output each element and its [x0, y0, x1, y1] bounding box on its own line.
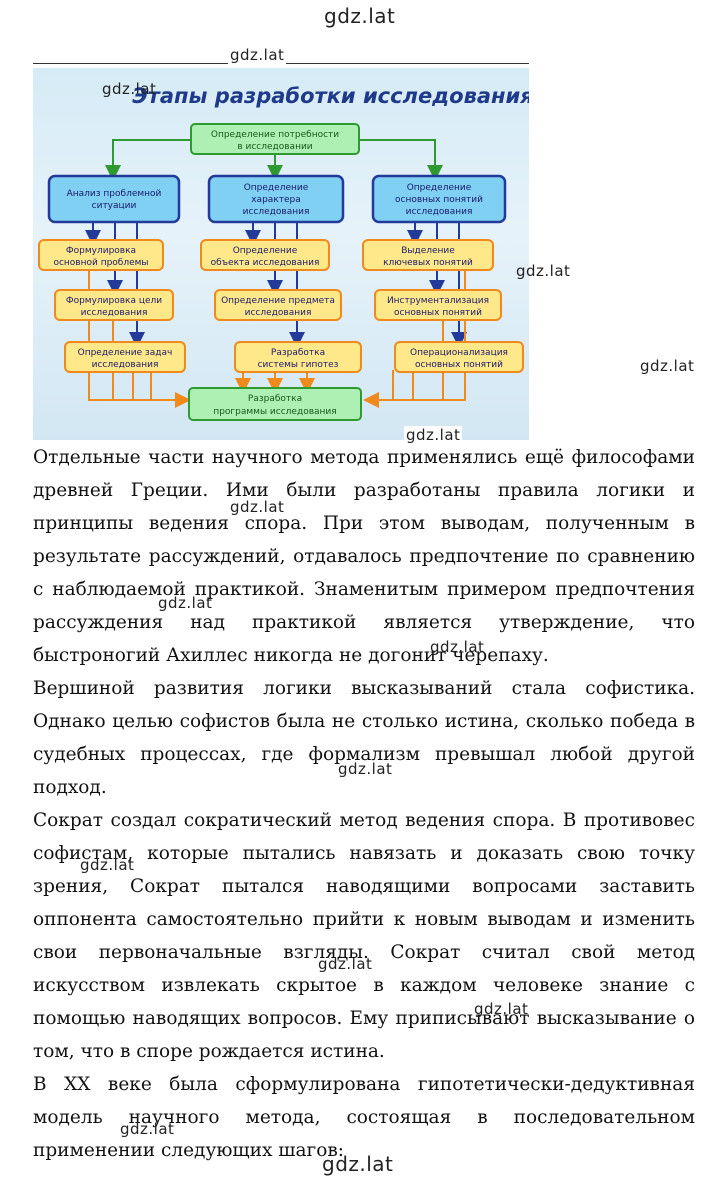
watermark: gdz.lat — [404, 426, 463, 444]
watermark: gdz.lat — [102, 80, 157, 98]
column-head-2: Определение характера исследования — [207, 174, 345, 224]
column-head-1: Анализ проблемной ситуации — [47, 174, 181, 224]
col2-step-3-line-2: системы гипотез — [258, 360, 339, 370]
col3-step-2: Инструментализация основных понятий — [374, 289, 502, 321]
col3-step-2-line-1: Инструментализация — [387, 296, 489, 306]
watermark: gdz.lat — [322, 4, 398, 28]
watermark: gdz.lat — [338, 760, 393, 778]
article-text: Отдельные части научного метода применял… — [33, 441, 695, 1167]
head-3-line-3: исследования — [406, 207, 473, 217]
bottom-box: Разработка программы исследования — [188, 387, 362, 421]
head-1-line-2: ситуации — [92, 201, 137, 211]
col1-step-2: Формулировка цели исследования — [54, 289, 174, 321]
column-head-3: Определение основных понятий исследовани… — [371, 174, 507, 224]
col1-step-2-line-2: исследования — [81, 308, 148, 318]
diagram-title: Этапы разработки исследования — [132, 84, 529, 108]
col1-step-3: Определение задач исследования — [64, 341, 186, 373]
top-box: Определение потребности в исследовании — [190, 123, 360, 155]
head-1-line-1: Анализ проблемной — [67, 189, 162, 199]
col1-step-1: Формулировка основной проблемы — [38, 239, 164, 271]
paragraph-4: В XX веке была сформулирована гипотетиче… — [33, 1074, 695, 1161]
bottom-box-line-1: Разработка — [248, 394, 302, 404]
bottom-box-line-2: программы исследования — [213, 407, 336, 417]
col2-step-2-line-2: исследования — [245, 308, 312, 318]
col3-step-3-line-1: Операционализация — [410, 348, 508, 358]
col3-step-2-line-2: основных понятий — [394, 308, 482, 318]
orange-connectors — [88, 268, 466, 408]
head-2-line-3: исследования — [243, 207, 310, 217]
col3-step-1-line-1: Выделение — [401, 246, 455, 256]
col1-step-3-line-1: Определение задач — [78, 348, 173, 358]
watermark: gdz.lat — [120, 1120, 175, 1138]
watermark: gdz.lat — [516, 262, 571, 280]
col2-step-1: Определение объекта исследования — [200, 239, 330, 271]
head-2-line-2: характера — [251, 195, 301, 205]
col3-step-3-line-2: основных понятий — [415, 360, 503, 370]
top-connectors — [105, 139, 443, 181]
watermark: gdz.lat — [322, 1152, 394, 1176]
watermark: gdz.lat — [158, 594, 213, 612]
diagram-figure: Этапы разработки исследования — [33, 60, 529, 440]
watermark: gdz.lat — [318, 955, 373, 973]
col2-step-1-line-1: Определение — [233, 246, 298, 256]
col2-step-2-line-1: Определение предмета — [221, 296, 335, 306]
watermark: gdz.lat — [430, 638, 485, 656]
top-box-line-2: в исследовании — [237, 142, 312, 152]
watermark: gdz.lat — [640, 357, 695, 375]
col2-step-3-line-1: Разработка — [271, 348, 325, 358]
col3-step-3: Операционализация основных понятий — [394, 341, 524, 373]
head-2-line-1: Определение — [244, 183, 309, 193]
watermark: gdz.lat — [230, 498, 285, 516]
col1-step-2-line-1: Формулировка цели — [66, 296, 162, 306]
paragraph-2: Вершиной развития логики высказываний ст… — [33, 678, 695, 798]
col1-step-3-line-2: исследования — [92, 360, 159, 370]
col2-step-3: Разработка системы гипотез — [234, 341, 362, 373]
paragraph-3: Сократ создал сократический метод ведени… — [33, 810, 695, 1062]
col2-step-2: Определение предмета исследования — [214, 289, 342, 321]
watermark: gdz.lat — [80, 856, 135, 874]
col1-step-1-line-2: основной проблемы — [53, 258, 148, 268]
research-stages-diagram: Этапы разработки исследования — [38, 84, 529, 421]
col3-step-1: Выделение ключевых понятий — [362, 239, 494, 271]
watermark: gdz.lat — [228, 46, 287, 64]
top-box-line-1: Определение потребности — [211, 130, 339, 140]
col2-step-1-line-2: объекта исследования — [211, 258, 320, 268]
col1-step-1-line-1: Формулировка — [66, 246, 136, 256]
watermark: gdz.lat — [474, 1000, 529, 1018]
head-3-line-2: основных понятий — [395, 195, 483, 205]
paragraph-1: Отдельные части научного метода применял… — [33, 447, 695, 666]
head-3-line-1: Определение — [407, 183, 472, 193]
col3-step-1-line-2: ключевых понятий — [383, 258, 473, 268]
